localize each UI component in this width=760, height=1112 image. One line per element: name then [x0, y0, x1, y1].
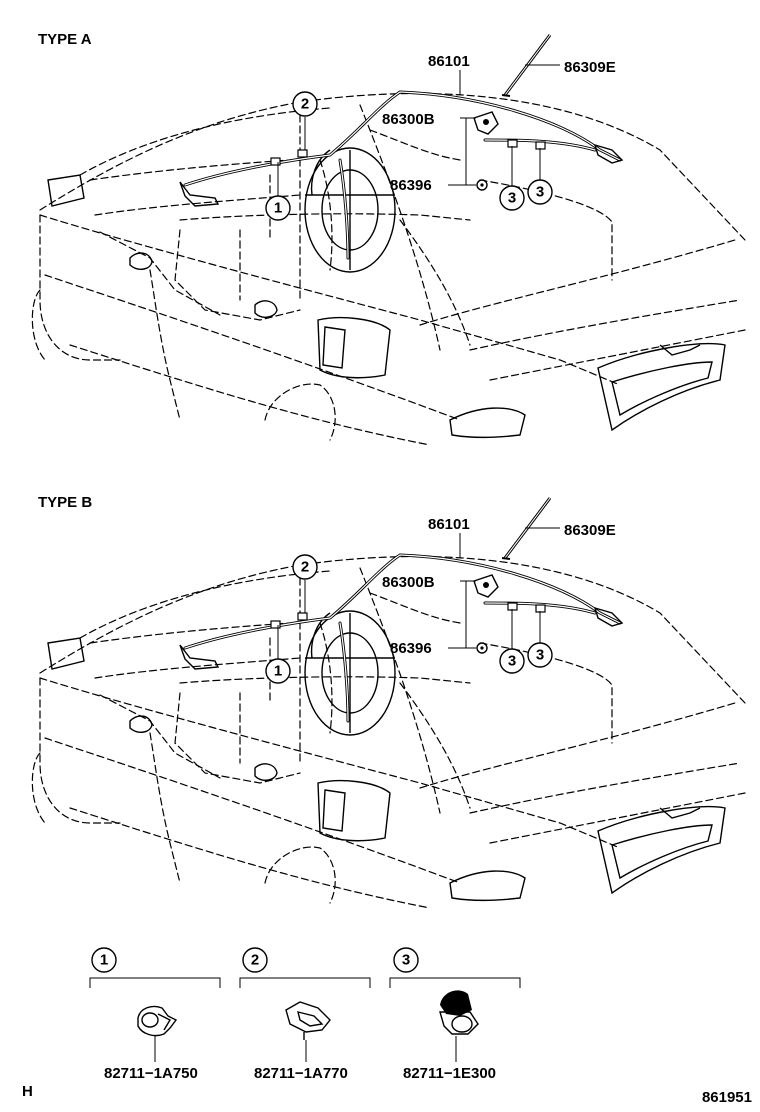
type-a-car-illustration [30, 33, 747, 447]
type-b-callout-3a: 3 [508, 653, 516, 670]
type-a-bracket-label: 86300B [382, 111, 435, 128]
legend-item-2: 2 82711−1A770 [239, 947, 371, 1082]
type-a-callout-1-circle [265, 195, 291, 221]
type-a-callout-2: 2 [301, 96, 309, 113]
type-a-callout-1: 1 [274, 200, 282, 217]
type-b-callout-3b-circle [527, 642, 553, 668]
type-a-callout-3b: 3 [536, 184, 544, 201]
legend-1-part-number: 82711−1A750 [104, 1065, 198, 1082]
type-a-callout-3b-circle [527, 179, 553, 205]
type-a-section: TYPE A 86101 86309E 86300B 86396 1 2 3 3 [30, 31, 747, 447]
type-a-title: TYPE A [38, 31, 92, 48]
type-b-callout-1: 1 [274, 663, 282, 680]
legend-3-part-number: 82711−1E300 [403, 1065, 496, 1082]
legend-2-part-number: 82711−1A770 [254, 1065, 348, 1082]
clip-2-icon [285, 1001, 331, 1040]
clip-1-icon [137, 1005, 178, 1037]
type-a-callout-3a-circle [499, 185, 525, 211]
legend-1-number: 1 [100, 952, 108, 969]
legend-3-number: 3 [402, 952, 410, 969]
type-a-nut-label: 86396 [390, 177, 432, 194]
legend-3-circle [393, 947, 419, 973]
legend-item-1: 1 82711−1A750 [89, 947, 221, 1082]
type-b-bracket-label: 86300B [382, 574, 435, 591]
type-b-title: TYPE B [38, 494, 92, 511]
legend-2-number: 2 [251, 952, 259, 969]
type-a-callout-2-circle [292, 91, 318, 117]
clip-3-icon [439, 990, 479, 1035]
type-b-callout-1-circle [265, 658, 291, 684]
footer-diagram-number: 861951 [702, 1089, 752, 1106]
type-b-callout-3b: 3 [536, 647, 544, 664]
type-a-rod-label: 86309E [564, 59, 616, 76]
type-b-car-illustration [30, 496, 747, 910]
type-a-callout-3a: 3 [508, 190, 516, 207]
type-b-nut-label: 86396 [390, 640, 432, 657]
legend-1-circle [91, 947, 117, 973]
legend-item-3: 3 82711−1E300 [389, 947, 521, 1082]
type-a-antenna-cord-label: 86101 [428, 53, 470, 70]
type-b-section: TYPE B 86101 86309E 86300B 86396 1 2 3 3 [30, 494, 747, 910]
type-b-antenna-cord-label: 86101 [428, 516, 470, 533]
clip-legend: 1 82711−1A750 2 82711−1A770 [89, 947, 521, 1082]
type-b-callout-2-circle [292, 554, 318, 580]
footer-left-code: H [22, 1083, 33, 1100]
type-b-rod-label: 86309E [564, 522, 616, 539]
type-b-callout-2: 2 [301, 559, 309, 576]
legend-2-circle [242, 947, 268, 973]
type-b-callout-3a-circle [499, 648, 525, 674]
